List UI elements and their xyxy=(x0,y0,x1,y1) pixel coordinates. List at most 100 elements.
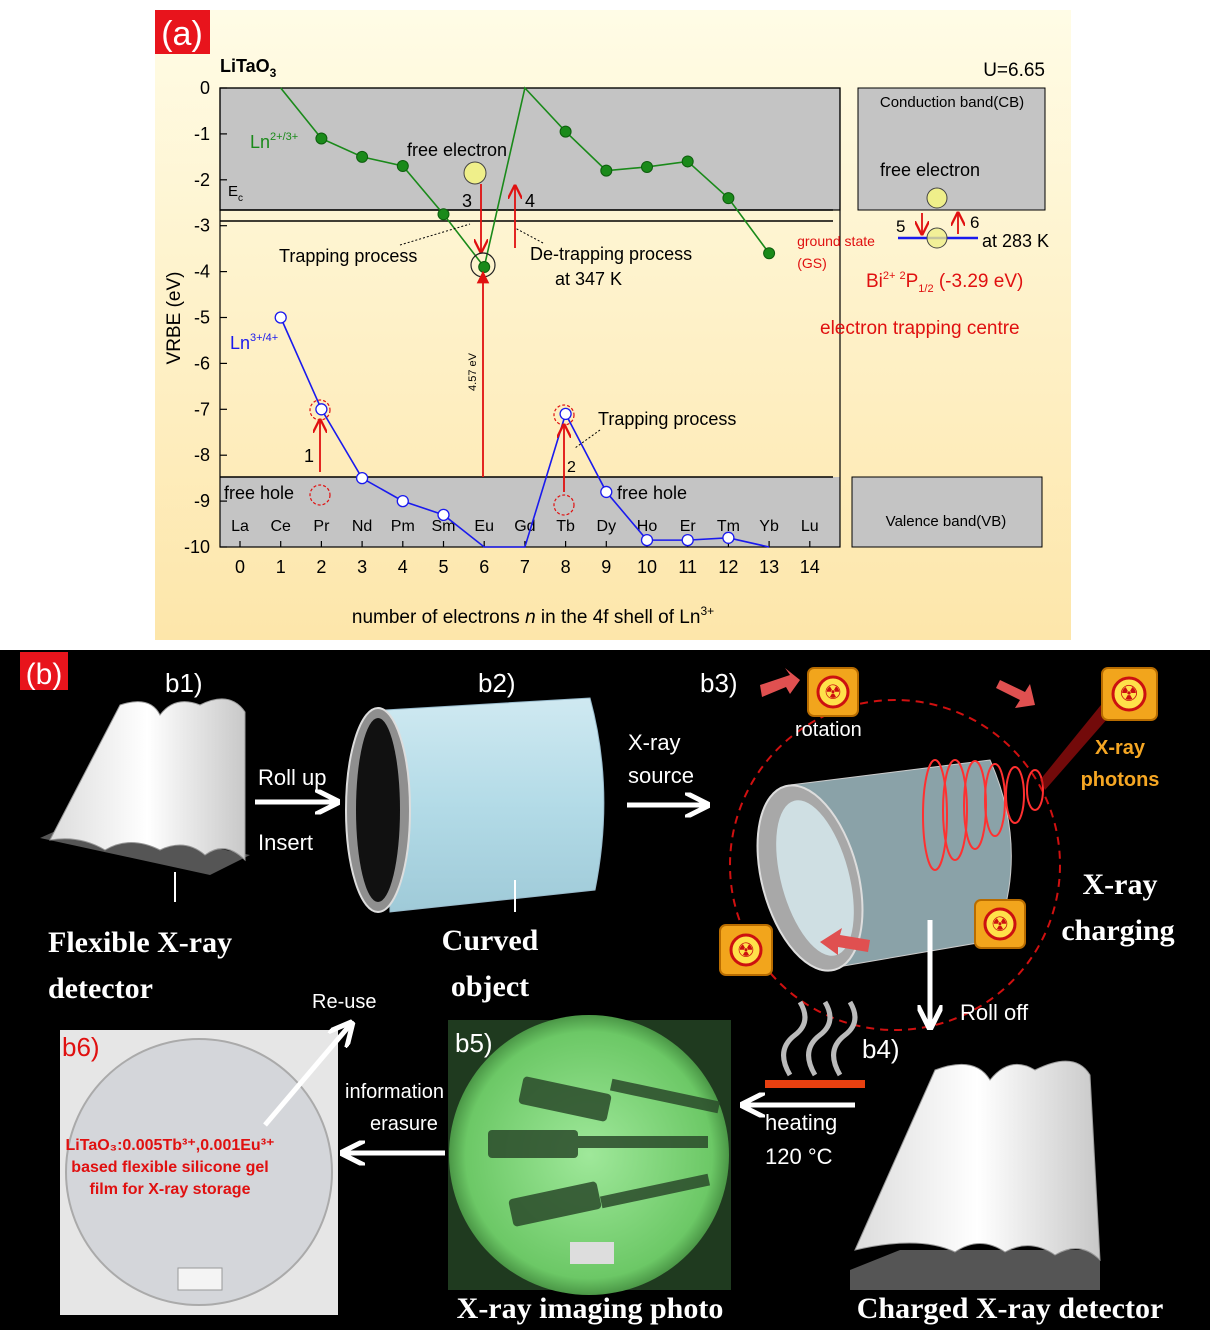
ln34-point xyxy=(681,533,694,547)
element-label: Sm xyxy=(432,518,456,535)
y-axis: 0-1-2-3-4-5-6-7-8-9-10 xyxy=(184,78,227,557)
xray-beam xyxy=(922,700,1115,871)
x-tick-label: 11 xyxy=(678,557,697,577)
ln23-point xyxy=(478,261,491,274)
ec-label: Ec xyxy=(228,183,243,204)
excitation-energy-label: 4.57 eV xyxy=(467,352,479,391)
arrow-4-label: 4 xyxy=(525,191,535,211)
arrow-1-label: 1 xyxy=(304,446,314,466)
element-label: Yb xyxy=(759,518,779,535)
panel-b-label: (b) xyxy=(26,658,63,691)
x-tick-label: 6 xyxy=(479,557,489,577)
x-tick-label: 13 xyxy=(759,557,779,577)
b4-base xyxy=(850,1250,1100,1290)
flexible-detector-sheet xyxy=(49,698,246,862)
cylinder-opening xyxy=(356,718,400,902)
x-tick-label: 3 xyxy=(357,557,367,577)
panel-a-label-box xyxy=(155,10,210,54)
x-tick-label: 1 xyxy=(276,557,286,577)
xray-source-label-2: source xyxy=(628,763,694,788)
valence-band-region xyxy=(220,477,840,547)
ln23-series-label: Ln2+/3+ xyxy=(250,131,298,152)
series-marks xyxy=(274,125,776,547)
u-value: U=6.65 xyxy=(983,60,1045,81)
svg-text:☢: ☢ xyxy=(1119,681,1139,706)
y-tick-label: -2 xyxy=(194,170,210,190)
flexible-detector-label-1: Flexible X-ray xyxy=(48,926,232,959)
xray-photons-label-1: X-ray xyxy=(1095,737,1146,759)
rotation-arrow-3 xyxy=(820,928,870,955)
element-label: Pm xyxy=(391,518,415,535)
film-tag xyxy=(177,1267,223,1291)
ln23-point xyxy=(722,192,735,205)
ground-state-label: ground state xyxy=(797,233,875,249)
free-electron-circle xyxy=(463,161,487,185)
radiation-source-icon-2: ☢ xyxy=(1101,667,1158,721)
insert-label: Insert xyxy=(258,830,313,855)
svg-text:☢: ☢ xyxy=(991,914,1009,936)
tb-free-hole-circle xyxy=(553,494,575,516)
xray-photons-label-2: photons xyxy=(1081,769,1160,791)
radiation-source-icon-3: ☢ xyxy=(719,924,773,976)
trapping-leader xyxy=(399,223,471,246)
ln23-point xyxy=(315,132,328,145)
bi-electron-circle xyxy=(926,227,948,249)
y-tick-label: -8 xyxy=(194,445,210,465)
ln23-point xyxy=(600,164,613,177)
erasure-label: erasure xyxy=(370,1113,438,1135)
heating-temp: 120 °C xyxy=(765,1144,833,1169)
x-tick-label: 14 xyxy=(800,557,820,577)
y-tick-label: -1 xyxy=(194,124,210,144)
arrow-2-label: 2 xyxy=(567,459,576,476)
reuse-arrow[interactable] xyxy=(263,1025,350,1127)
ln34-point xyxy=(355,471,369,485)
x-tick-label: 8 xyxy=(561,557,571,577)
curved-object-cylinder xyxy=(384,697,605,913)
vb-label: Valence band(VB) xyxy=(886,513,1007,530)
ln34-series-label: Ln3+/4+ xyxy=(230,332,278,353)
ln23-point xyxy=(356,150,369,163)
ln23-point xyxy=(437,208,450,221)
x-tick-label: 2 xyxy=(316,557,326,577)
reuse-label: Re-use xyxy=(312,991,376,1013)
b3-label: b3) xyxy=(700,668,738,698)
ln23-point xyxy=(763,247,776,260)
rotation-circle xyxy=(729,699,1061,1031)
rotation-arrow-1 xyxy=(760,668,800,697)
detrapping-label: De-trapping process xyxy=(530,244,692,264)
heat-icon xyxy=(781,1000,858,1077)
y-tick-label: -7 xyxy=(194,399,210,419)
y-tick-label: -6 xyxy=(194,353,210,373)
arrow-3-label: 3 xyxy=(462,191,472,211)
xray-charging-label-1: X-ray xyxy=(1083,868,1158,901)
ln34-point xyxy=(600,485,613,499)
element-label: Pr xyxy=(313,518,330,535)
element-label: Eu xyxy=(474,518,494,535)
xray-source-label-1: X-ray xyxy=(628,730,681,755)
free-hole-right: free hole xyxy=(617,483,687,503)
free-electron-label: free electron xyxy=(407,140,507,160)
b2-label: b2) xyxy=(478,668,516,698)
x-tick-label: 7 xyxy=(520,557,530,577)
ground-state-abbrev: (GS) xyxy=(797,255,827,271)
b1-label: b1) xyxy=(165,668,203,698)
element-label: Ho xyxy=(637,518,658,535)
y-tick-label: 0 xyxy=(200,78,210,98)
panel-b-workflow: (b) b1) Flexible X-ray detector Roll up … xyxy=(0,650,1210,1330)
arrow-5-label: 5 xyxy=(896,217,905,236)
temp-283-label: at 283 K xyxy=(982,231,1049,251)
element-label: Ce xyxy=(270,518,291,535)
x-tick-label: 4 xyxy=(398,557,408,577)
side-free-electron-circle xyxy=(926,187,948,209)
b6-label: b6) xyxy=(62,1032,100,1062)
detrapping-leader xyxy=(514,227,544,244)
information-label: information xyxy=(345,1081,444,1103)
x-tick-label: 12 xyxy=(718,557,738,577)
curved-object-label-1: Curved xyxy=(442,924,539,957)
y-tick-label: -10 xyxy=(184,537,210,557)
ln34-point xyxy=(315,403,328,416)
svg-text:☢: ☢ xyxy=(737,940,755,962)
y-tick-label: -9 xyxy=(194,491,210,511)
cb-label: Conduction band(CB) xyxy=(880,94,1024,111)
arrow-6-label: 6 xyxy=(970,213,979,232)
